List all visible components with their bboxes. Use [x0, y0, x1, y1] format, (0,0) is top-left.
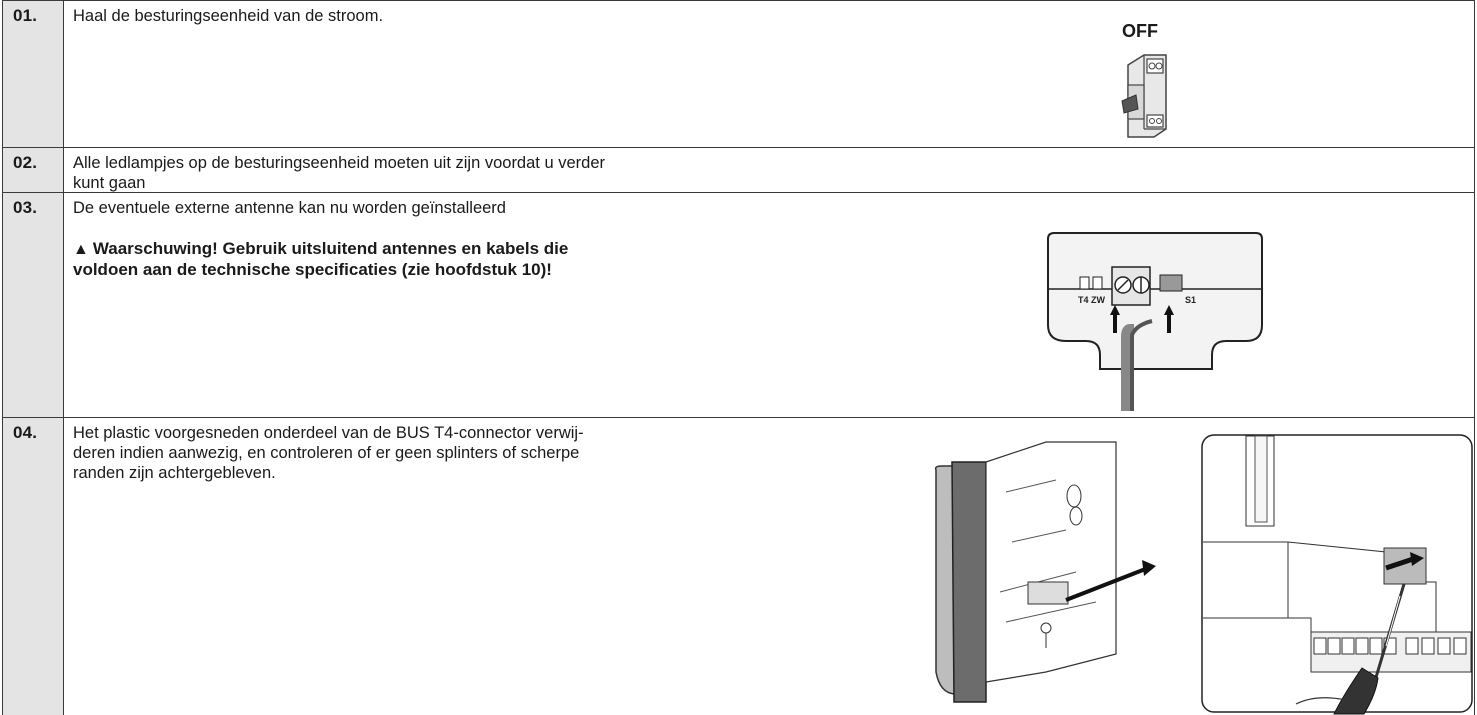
antenna-terminal-diagram: T4 ZW S1: [1047, 232, 1263, 411]
step-number-cell: 03.: [2, 193, 64, 417]
step-row-01: 01. Haal de besturingseenheid van de str…: [2, 0, 1475, 147]
bus-connector-diagram: [934, 434, 1473, 715]
step-text: Het plastic voorgesneden onderdeel van d…: [73, 423, 843, 483]
step-text-line: Het plastic voorgesneden onderdeel van d…: [73, 424, 584, 442]
step-body-cell: Het plastic voorgesneden onderdeel van d…: [64, 418, 1475, 715]
terminal-label: S1: [1185, 295, 1196, 305]
step-row-02: 02. Alle ledlampjes op de besturingseenh…: [2, 147, 1475, 192]
step-number: 02.: [13, 153, 38, 172]
step-number-cell: 02.: [2, 148, 64, 192]
step-row-04: 04. Het plastic voorgesneden onderdeel v…: [2, 417, 1475, 715]
step-text: De eventuele externe antenne kan nu word…: [73, 199, 506, 217]
step-text-line: Alle ledlampjes op de besturingseenheid …: [73, 154, 605, 172]
step-body-cell: Alle ledlampjes op de besturingseenheid …: [64, 148, 1475, 192]
step-row-03: 03. De eventuele externe antenne kan nu …: [2, 192, 1475, 417]
warning-line: voldoen aan de technische specificaties …: [73, 260, 552, 279]
step-text: Alle ledlampjes op de besturingseenheid …: [73, 153, 843, 193]
circuit-breaker-icon: [1121, 54, 1167, 138]
step-number-cell: 04.: [2, 418, 64, 715]
step-body-cell: Haal de besturingseenheid van de stroom.…: [64, 1, 1475, 147]
step-number: 04.: [13, 423, 38, 442]
step-text-line: kunt gaan: [73, 174, 146, 192]
step-text-line: deren indien aanwezig, en controleren of…: [73, 444, 580, 462]
warning-line: Waarschuwing! Gebruik uitsluitend antenn…: [92, 239, 569, 258]
terminal-label: T4 ZW: [1078, 295, 1106, 305]
step-number: 03.: [13, 198, 38, 217]
step-body-cell: De eventuele externe antenne kan nu word…: [64, 193, 1475, 417]
step-text: Haal de besturingseenheid van de stroom.: [73, 7, 384, 25]
off-label: OFF: [1122, 21, 1158, 41]
warning-text: ▲Waarschuwing! Gebruik uitsluitend anten…: [73, 239, 793, 280]
step-number: 01.: [13, 6, 38, 25]
warning-triangle-icon: ▲: [73, 241, 89, 258]
step-number-cell: 01.: [2, 1, 64, 147]
step-text-line: randen zijn achtergebleven.: [73, 464, 276, 482]
